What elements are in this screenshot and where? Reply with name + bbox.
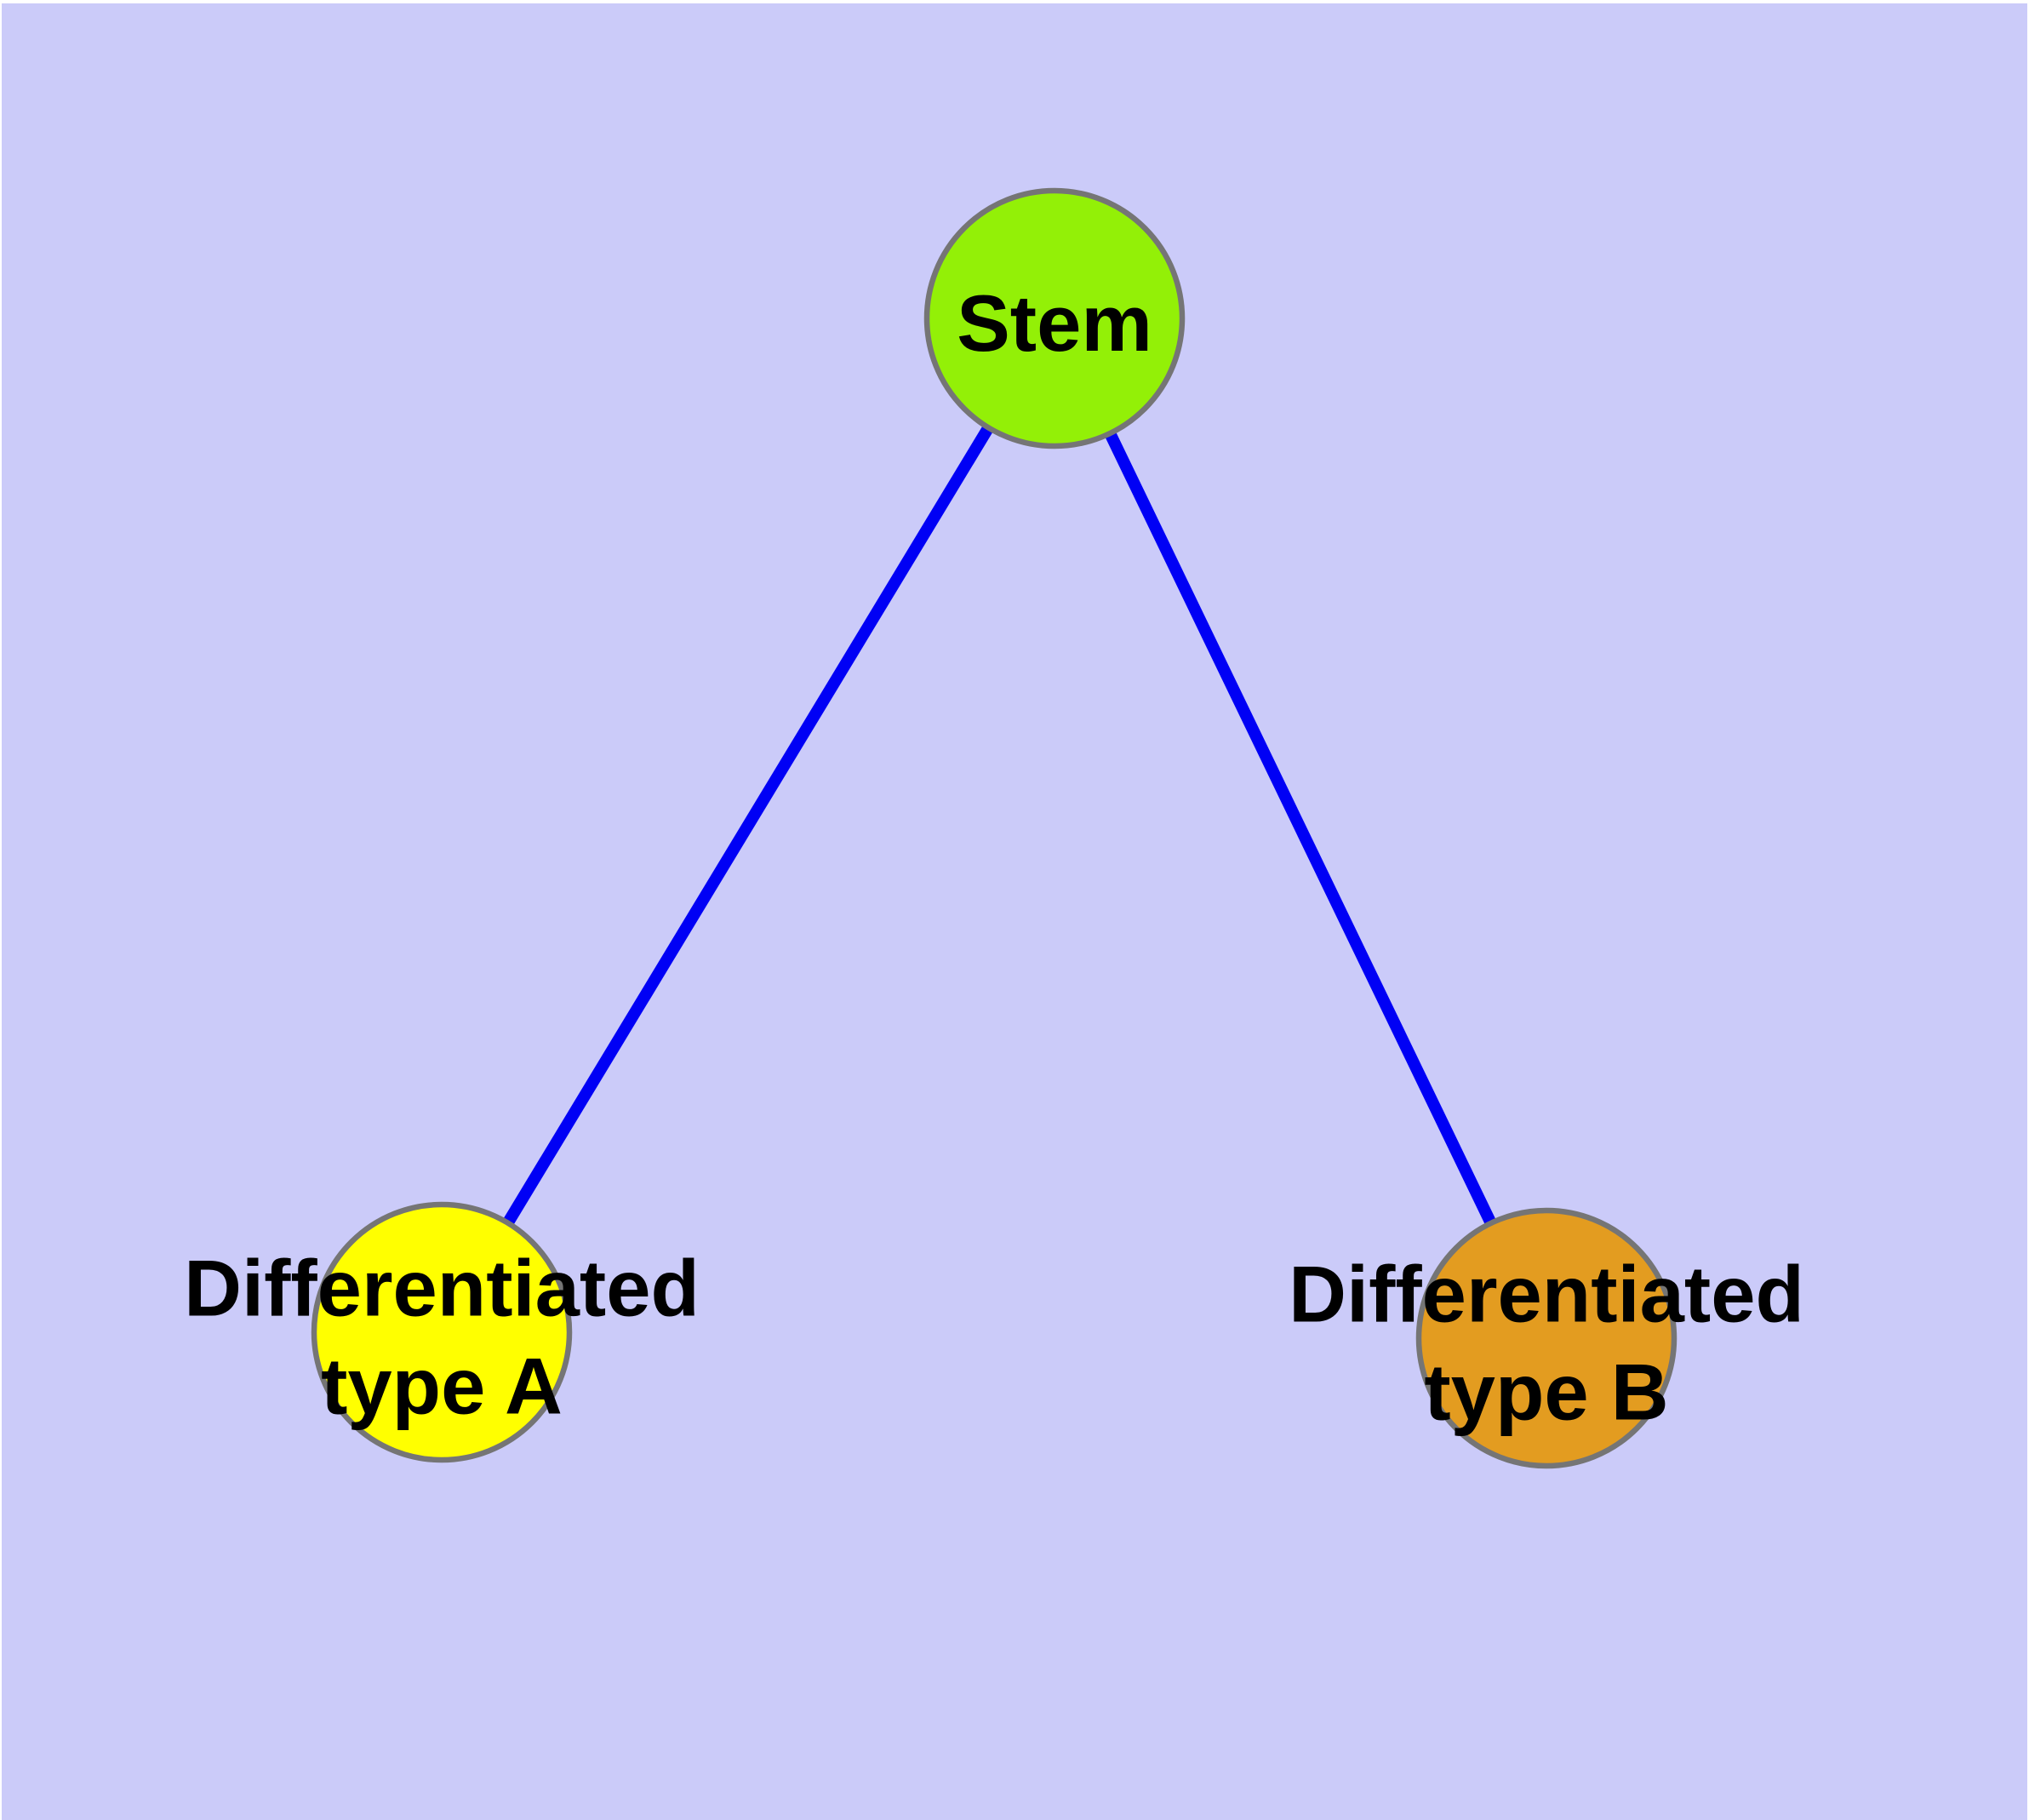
node-label-differentiated-type-a-line-2: type A [321, 1342, 563, 1431]
edge-stem-to-differentiated-type-b [1049, 315, 1552, 1342]
nodes-layer [311, 187, 1677, 1469]
node-label-differentiated-type-b-line-2: type B [1424, 1348, 1668, 1437]
node-stem [923, 187, 1186, 449]
node-label-differentiated-type-a-line-1: Differentiated [184, 1244, 700, 1333]
node-label-stem-line-1: Stem [957, 278, 1152, 368]
node-differentiated-type-a [311, 1201, 573, 1463]
edge-stem-to-differentiated-type-a [437, 315, 1060, 1336]
node-differentiated-type-b [1415, 1207, 1677, 1469]
node-label-differentiated-type-b-line-1: Differentiated [1289, 1250, 1804, 1339]
edges-layer [437, 315, 1552, 1342]
